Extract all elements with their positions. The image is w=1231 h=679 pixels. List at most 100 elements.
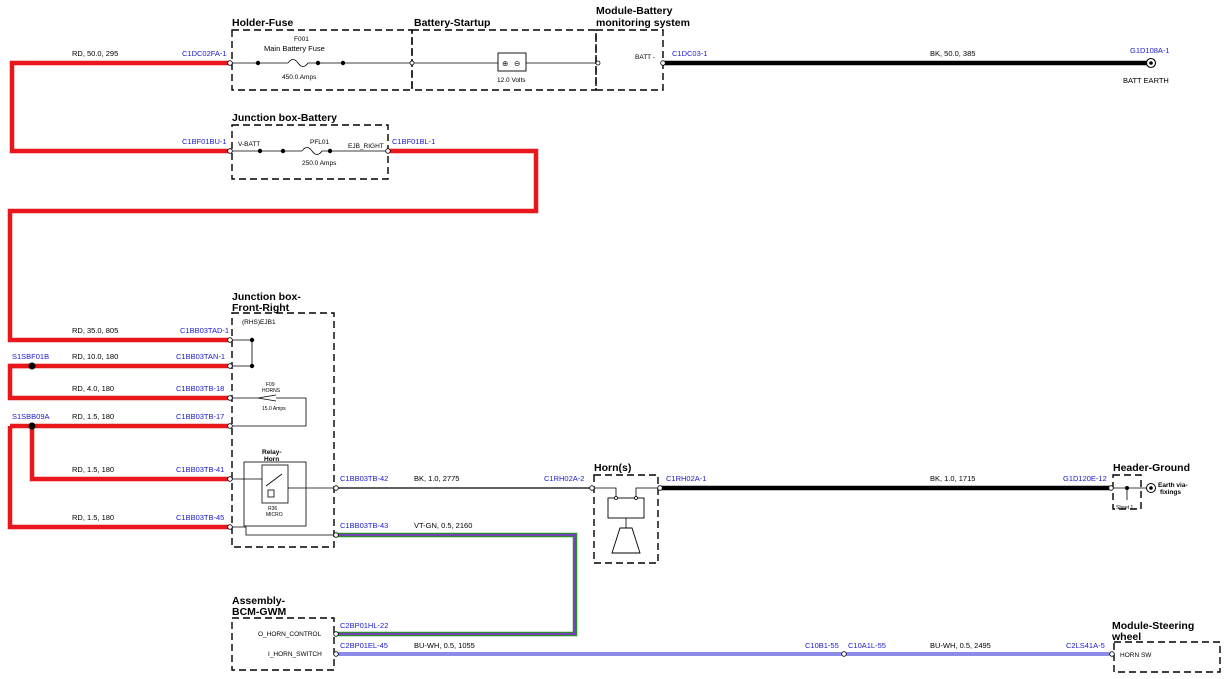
wire-label-tb45: RD, 1.5, 180 xyxy=(72,513,114,522)
connector-c2ls41a[interactable]: C2LS41A-5 xyxy=(1066,641,1105,650)
bcm-pin-2: I_HORN_SWITCH xyxy=(268,651,322,658)
junction-box-front-right: Junction box- Front-Right (RHS)EJB1 F09 … xyxy=(227,291,339,548)
wire-vt-gn[interactable] xyxy=(334,532,578,637)
connector-c10a1l[interactable]: C10A1L-55 xyxy=(848,641,886,650)
pfl01-fuse-symbol xyxy=(301,147,323,155)
wires xyxy=(7,60,1148,656)
bcm-pin-1: O_HORN_CONTROL xyxy=(258,631,322,638)
connector-c1dc02fa[interactable]: C1DC02FA-1 xyxy=(182,49,227,58)
connector-c1bb03tad[interactable]: C1BB03TAD-1 xyxy=(180,326,229,335)
wire-red-tb18[interactable] xyxy=(7,363,230,401)
top-components: Holder-Fuse Battery-Startup Module-Batte… xyxy=(227,5,690,91)
connector-s1sbf01b[interactable]: S1SBF01B xyxy=(12,352,49,361)
earth-label-2: fixings xyxy=(1160,489,1181,496)
junction-battery-box xyxy=(231,124,389,180)
wire-label-steer: BU-WH, 0.5, 2495 xyxy=(930,641,991,650)
connector-c1rh02a1[interactable]: C1RH02A-1 xyxy=(666,474,706,483)
relay-symbol xyxy=(261,464,289,504)
horn-body-icon xyxy=(607,497,645,519)
junction-front-box xyxy=(231,312,335,548)
wire-label-tb18: RD, 4.0, 180 xyxy=(72,384,114,393)
wire-label-tan: RD, 10.0, 180 xyxy=(72,352,118,361)
connector-c1bb03tb45[interactable]: C1BB03TB-45 xyxy=(176,513,224,522)
connector-c1bb03tb18[interactable]: C1BB03TB-18 xyxy=(176,384,224,393)
horns-box xyxy=(593,474,659,564)
module-battery-title: Module-Battery xyxy=(596,5,673,17)
jb-battery-fuse: PFL01 xyxy=(310,139,330,146)
wire-label-horn-ground: BK, 1.0, 1715 xyxy=(930,474,975,483)
junction-front-title-2: Front-Right xyxy=(232,302,290,314)
wire-vt-gn-stripe xyxy=(334,534,576,635)
relay-horn-box xyxy=(243,461,307,527)
splice-dot-s1sbb09a xyxy=(28,422,36,430)
connector-c2bp01hl[interactable]: C2BP01HL-22 xyxy=(340,621,388,630)
connector-c1bf01bu[interactable]: C1BF01BU-1 xyxy=(182,137,227,146)
horns-fuse-name: HORNS xyxy=(262,388,281,394)
battery-voltage: 12.0 Volts xyxy=(497,77,526,84)
connector-s1sbb09a[interactable]: S1SBB09A xyxy=(12,412,50,421)
junction-box-battery: Junction box-Battery V-BATT PFL01 250.0 … xyxy=(227,112,391,180)
steering-title-1: Module-Steering xyxy=(1112,620,1194,632)
wire-label-tb43: VT-GN, 0.5, 2160 xyxy=(414,521,472,530)
bcm-box xyxy=(231,617,335,671)
wire-label-tb42: BK, 1.0, 2775 xyxy=(414,474,459,483)
wire-red-tb41[interactable] xyxy=(29,426,230,482)
main-fuse-symbol xyxy=(287,59,309,67)
connector-g1d108a[interactable]: G1D108A-1 xyxy=(1130,46,1170,55)
wire-label-top-left: RD, 50.0, 295 xyxy=(72,49,118,58)
inline-connector-c10[interactable] xyxy=(841,651,847,657)
jb-battery-pin-in: V-BATT xyxy=(238,141,260,148)
connector-g1d120e[interactable]: G1D120E-12 xyxy=(1063,474,1107,483)
header-ground-title: Header-Ground xyxy=(1113,462,1190,474)
holder-fuse-title: Holder-Fuse xyxy=(232,17,293,29)
connector-labels: C1DC02FA-1 C1DC03-1 G1D108A-1 C1BF01BU-1… xyxy=(12,46,1170,650)
connector-c1bb03tan[interactable]: C1BB03TAN-1 xyxy=(176,352,225,361)
connector-c1bb03tb17[interactable]: C1BB03TB-17 xyxy=(176,412,224,421)
wire-red-main[interactable] xyxy=(9,60,230,154)
battery-plus-icon: ⊕ xyxy=(502,59,508,68)
module-battery-box xyxy=(595,29,664,91)
holder-fuse-box xyxy=(231,29,413,91)
connector-c1dc03[interactable]: C1DC03-1 xyxy=(672,49,707,58)
battery-startup-title: Battery-Startup xyxy=(414,17,490,29)
junction-battery-title: Junction box-Battery xyxy=(232,112,337,124)
connector-c1bf01bl[interactable]: C1BF01BL-1 xyxy=(392,137,435,146)
horns-component: Horn(s) xyxy=(589,462,663,564)
horn-speaker-icon xyxy=(611,527,641,554)
relay-type: MICRO xyxy=(266,512,283,518)
wire-label-top-right: BK, 50.0, 385 xyxy=(930,49,975,58)
connector-c1bb03tb42[interactable]: C1BB03TB-42 xyxy=(340,474,388,483)
relay-id: R36 xyxy=(268,506,277,512)
wire-labels: RD, 50.0, 295 BK, 50.0, 385 RD, 35.0, 80… xyxy=(72,49,991,650)
jb-battery-pin-out: EJB_RIGHT xyxy=(348,143,384,150)
assembly-bcm-gwm: Assembly- BCM-GWM O_HORN_CONTROL I_HORN_… xyxy=(231,595,339,671)
relay-title-2: Horn xyxy=(264,456,279,463)
junction-front-subtitle: (RHS)EJB1 xyxy=(242,319,276,326)
horns-fuse-rating: 15.0 Amps xyxy=(262,406,286,412)
header-ground-sheet: Sheet 1 xyxy=(1116,505,1133,511)
bcm-title-2: BCM-GWM xyxy=(232,606,286,618)
splice-dot-s1sbf01b xyxy=(28,362,36,370)
connector-c1bb03tb43[interactable]: C1BB03TB-43 xyxy=(340,521,388,530)
connector-c1rh02a2[interactable]: C1RH02A-2 xyxy=(544,474,584,483)
battery-minus-icon: ⊖ xyxy=(514,59,520,68)
module-battery-title-2: monitoring system xyxy=(596,17,690,29)
relay-coil-icon xyxy=(267,489,275,498)
header-ground: Header-Ground Earth via- fixings Sheet 1 xyxy=(1108,462,1190,511)
main-fuse-rating: 450.0 Amps xyxy=(282,74,317,81)
main-fuse-name: Main Battery Fuse xyxy=(264,44,325,53)
wire-label-tb17: RD, 1.5, 180 xyxy=(72,412,114,421)
steering-pin: HORN SW xyxy=(1120,652,1152,659)
wire-red-junction-out[interactable] xyxy=(7,148,539,343)
jb-battery-rating: 250.0 Amps xyxy=(302,160,337,167)
relay-title-1: Relay- xyxy=(262,449,282,456)
connector-c2bp01el[interactable]: C2BP01EL-45 xyxy=(340,641,388,650)
header-ground-box xyxy=(1112,474,1142,510)
connector-c10b1[interactable]: C10B1-55 xyxy=(805,641,839,650)
wire-red-tb45[interactable] xyxy=(7,426,230,530)
wire-label-tad: RD, 35.0, 805 xyxy=(72,326,118,335)
module-batt-pin: BATT - xyxy=(635,54,655,61)
steering-title-2: wheel xyxy=(1111,631,1141,643)
connector-c1bb03tb41[interactable]: C1BB03TB-41 xyxy=(176,465,224,474)
